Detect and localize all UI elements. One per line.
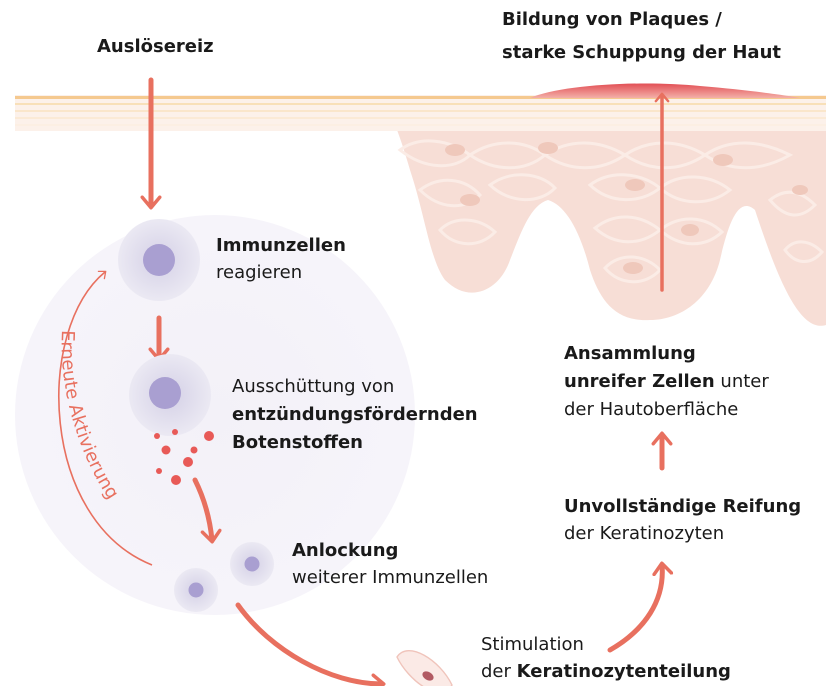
immune-cell-reacting bbox=[118, 219, 200, 301]
accum-bold: unreifer Zellen bbox=[564, 371, 715, 392]
immune-react-title: Immunzellen bbox=[216, 233, 346, 258]
accum-rest: unter bbox=[715, 371, 769, 392]
plaque-thickening bbox=[530, 83, 800, 98]
stim-bold: Keratinozytenteilung bbox=[517, 661, 731, 682]
accum-label-line2: unreifer Zellen unter bbox=[564, 369, 769, 394]
plaque-label-line2: starke Schuppung der Haut bbox=[502, 40, 781, 65]
plaque-label-line1: Bildung von Plaques / bbox=[502, 7, 722, 32]
stim-label-line1: Stimulation bbox=[481, 632, 584, 657]
immune-cell-releasing bbox=[129, 354, 211, 436]
release-label-line1: Ausschüttung von bbox=[232, 374, 394, 399]
stim-prefix: der bbox=[481, 661, 517, 682]
release-label-line2: entzündungsfördernden bbox=[232, 402, 478, 427]
immune-react-subtitle: reagieren bbox=[216, 260, 302, 285]
trigger-label: Auslösereiz bbox=[97, 34, 214, 59]
attracted-immune-cell-2 bbox=[174, 568, 218, 612]
accum-label-line1: Ansammlung bbox=[564, 341, 696, 366]
mature-subtitle: der Keratinozyten bbox=[564, 521, 724, 546]
attract-subtitle: weiterer Immunzellen bbox=[292, 565, 488, 590]
stratum-corneum bbox=[15, 95, 826, 131]
attracted-immune-cell-1 bbox=[230, 542, 274, 586]
arrow-stim-to-mature bbox=[610, 565, 662, 650]
release-label-line3: Botenstoffen bbox=[232, 430, 363, 455]
keratinocyte-icon bbox=[397, 651, 452, 686]
attract-title: Anlockung bbox=[292, 538, 398, 563]
stim-label-line2: der Keratinozytenteilung bbox=[481, 659, 731, 684]
arrow-attract-to-stim bbox=[238, 605, 382, 684]
accum-label-line3: der Hautoberfläche bbox=[564, 397, 738, 422]
mature-title: Unvollständige Reifung bbox=[564, 494, 801, 519]
epidermis-tissue bbox=[383, 100, 826, 326]
